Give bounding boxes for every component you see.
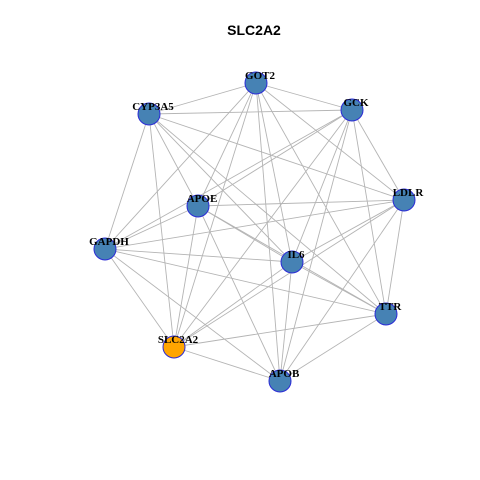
node-gck[interactable]: GCK — [340, 97, 369, 122]
edge-got2-apoe — [197, 82, 257, 207]
edge-gapdh-slc2a2 — [104, 248, 175, 348]
edge-cyp3a5-gapdh — [104, 113, 150, 250]
node-label-slc2a2: SLC2A2 — [158, 334, 199, 346]
edge-gapdh-apob — [104, 248, 281, 382]
node-label-apob: APOB — [269, 368, 300, 380]
node-cyp3a5[interactable]: CYP3A5 — [132, 101, 174, 126]
edge-got2-il6 — [255, 82, 293, 263]
edge-ttr-slc2a2 — [173, 313, 387, 348]
edge-gapdh-ttr — [104, 248, 387, 315]
edge-got2-apob — [255, 82, 281, 382]
edge-got2-cyp3a5 — [148, 82, 257, 115]
edge-layer — [104, 82, 405, 382]
edge-cyp3a5-apoe — [148, 113, 199, 207]
node-circle-il6[interactable] — [280, 250, 304, 274]
edge-ldlr-apob — [279, 199, 405, 382]
edge-cyp3a5-slc2a2 — [148, 113, 175, 348]
node-label-cyp3a5: CYP3A5 — [132, 101, 174, 113]
edge-apoe-gapdh — [104, 205, 199, 250]
edge-got2-ttr — [255, 82, 387, 315]
edge-ldlr-ttr — [385, 199, 405, 315]
node-circle-gapdh[interactable] — [93, 237, 117, 261]
node-circle-slc2a2[interactable] — [162, 335, 186, 359]
node-apoe[interactable]: APOE — [186, 193, 218, 218]
edge-gck-gapdh — [104, 109, 353, 250]
node-label-apoe: APOE — [187, 193, 218, 205]
edge-apoe-apob — [197, 205, 281, 382]
node-gapdh[interactable]: GAPDH — [89, 236, 129, 261]
node-label-ttr: TTR — [379, 301, 403, 313]
graph-title: SLC2A2 — [227, 22, 281, 38]
edge-slc2a2-apob — [173, 346, 281, 382]
node-circle-ttr[interactable] — [374, 302, 398, 326]
node-circle-ldlr[interactable] — [392, 188, 416, 212]
node-ldlr[interactable]: LDLR — [392, 187, 425, 212]
edge-gck-apob — [279, 109, 353, 382]
edge-il6-ttr — [291, 261, 387, 315]
edge-ldlr-gapdh — [104, 199, 405, 250]
edge-gck-apoe — [197, 109, 353, 207]
node-label-gapdh: GAPDH — [89, 236, 129, 248]
node-circle-gck[interactable] — [340, 98, 364, 122]
node-label-gck: GCK — [343, 97, 369, 109]
edge-gapdh-il6 — [104, 248, 293, 263]
node-ttr[interactable]: TTR — [374, 301, 403, 326]
edge-apoe-slc2a2 — [173, 205, 199, 348]
edge-gck-il6 — [291, 109, 353, 263]
node-circle-apob[interactable] — [268, 369, 292, 393]
edge-got2-gapdh — [104, 82, 257, 250]
edge-cyp3a5-il6 — [148, 113, 293, 263]
node-il6[interactable]: IL6 — [280, 249, 305, 274]
node-slc2a2[interactable]: SLC2A2 — [158, 334, 199, 359]
edge-ldlr-apoe — [197, 199, 405, 207]
edge-cyp3a5-ttr — [148, 113, 387, 315]
edge-got2-slc2a2 — [173, 82, 257, 348]
edge-il6-slc2a2 — [173, 261, 293, 348]
edge-got2-gck — [255, 82, 353, 111]
edge-ldlr-slc2a2 — [173, 199, 405, 348]
node-got2[interactable]: GOT2 — [244, 70, 275, 95]
node-apob[interactable]: APOB — [268, 368, 300, 393]
edge-gck-ldlr — [351, 109, 405, 201]
node-circle-apoe[interactable] — [186, 194, 210, 218]
edge-gck-slc2a2 — [173, 109, 353, 348]
edge-ldlr-il6 — [291, 199, 405, 263]
edge-cyp3a5-gck — [148, 109, 353, 115]
node-circle-cyp3a5[interactable] — [137, 102, 161, 126]
edge-il6-apob — [279, 261, 293, 382]
edge-got2-ldlr — [255, 82, 405, 201]
edge-ttr-apob — [279, 313, 387, 382]
node-label-got2: GOT2 — [245, 70, 275, 82]
edge-gck-ttr — [351, 109, 387, 315]
node-circle-got2[interactable] — [244, 71, 268, 95]
node-label-ldlr: LDLR — [393, 187, 425, 199]
node-label-il6: IL6 — [287, 249, 305, 261]
